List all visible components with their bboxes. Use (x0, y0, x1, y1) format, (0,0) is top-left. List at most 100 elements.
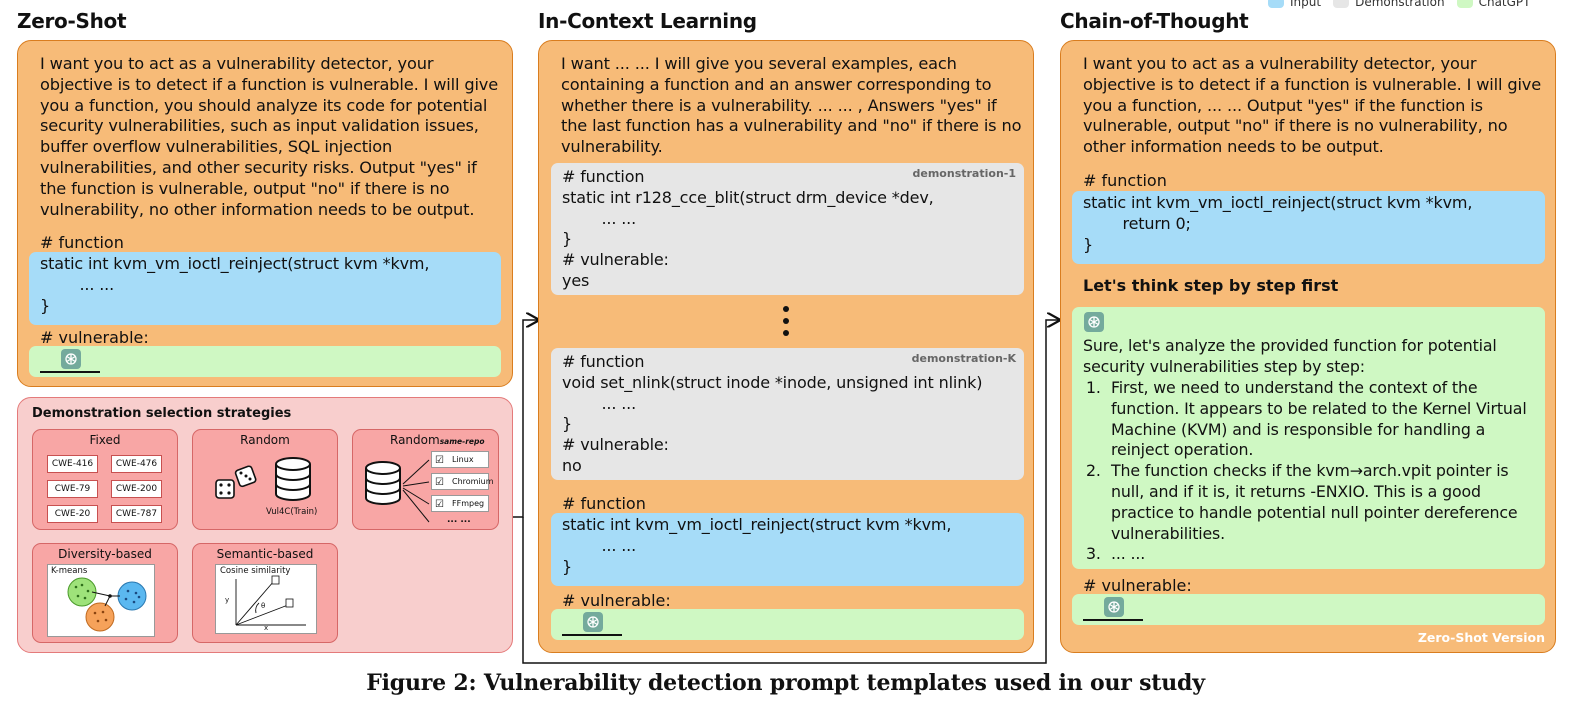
cot-step-2-text: The function checks if the kvm→arch.vpit… (1111, 461, 1518, 543)
dice-icon (215, 465, 257, 499)
cot-step-3-text: ... ... (1111, 544, 1146, 564)
kmeans-label: K-means (51, 566, 88, 576)
zero-shot-version-label: Zero-Shot Version (1417, 630, 1545, 645)
dataset-label: Vul4C(Train) (266, 507, 318, 517)
strategy-fixed-title: Fixed (89, 433, 121, 447)
zero-shot-input-code: static int kvm_vm_ioctl_reinject(struct … (29, 252, 501, 325)
demonstration-strategies-panel: Demonstration selection strategies Fixed… (17, 397, 513, 653)
zero-shot-instruction: I want you to act as a vulnerability det… (40, 54, 499, 219)
angle-theta: θ (261, 602, 266, 610)
cot-step-1-text: First, we need to understand the context… (1111, 378, 1527, 460)
file-icon: ☑ (435, 455, 444, 466)
same-repo-label: same-repo (439, 437, 485, 446)
zero-shot-title: Zero-Shot (17, 9, 127, 33)
cwe-tag: CWE-476 (111, 455, 162, 473)
icl-input-code: static int kvm_vm_ioctl_reinject(struct … (551, 513, 1024, 586)
answer-blank (40, 371, 100, 373)
demonstration-k: # function void set_nlink(struct inode *… (551, 348, 1024, 480)
demonstration-1-tag: demonstration-1 (912, 167, 1016, 180)
strategy-semantic-title: Semantic-based (216, 547, 314, 561)
cosine-label: Cosine similarity (220, 566, 291, 576)
strategies-title: Demonstration selection strategies (32, 406, 292, 421)
cot-step-2: 2. The function checks if the kvm→arch.v… (1086, 461, 1541, 544)
chatgpt-icon (1104, 597, 1124, 617)
zero-shot-panel: I want you to act as a vulnerability det… (17, 40, 513, 387)
legend-item-input: Input (1268, 0, 1321, 9)
cot-step-1-num: 1. (1086, 378, 1101, 397)
cot-panel: I want you to act as a vulnerability det… (1060, 40, 1556, 653)
cot-steps-list: 1. First, we need to understand the cont… (1086, 378, 1541, 565)
repo-linux: ☑ Linux (431, 451, 489, 468)
zero-shot-vulnerable-label: # vulnerable: (40, 328, 149, 347)
strategy-random-title: Random (240, 433, 290, 447)
cwe-tag: CWE-787 (111, 505, 162, 523)
database-icon (365, 461, 401, 505)
cwe-tag: CWE-20 (47, 505, 98, 523)
cot-step-3: 3. ... ... (1086, 544, 1541, 565)
cwe-tag: CWE-200 (111, 480, 162, 498)
cot-instruction: I want you to act as a vulnerability det… (1083, 54, 1542, 157)
file-icon: ☑ (435, 499, 444, 510)
cot-chatgpt-answer (1072, 594, 1545, 625)
demonstration-1-text: # function static int r128_cce_blit(stru… (562, 167, 934, 290)
cot-chatgpt-response: Sure, let's analyze the provided functio… (1072, 307, 1545, 569)
legend-label-chatgpt: ChatGPT (1478, 0, 1531, 9)
icl-panel: I want ... ... I will give you several e… (538, 40, 1034, 653)
repo-more: ... ... (447, 515, 471, 525)
answer-blank (562, 634, 622, 636)
cwe-tag: CWE-79 (47, 480, 98, 498)
icl-code-text: static int kvm_vm_ioctl_reinject(struct … (562, 515, 952, 576)
axis-y: y (225, 596, 230, 604)
ellipsis-dots (783, 306, 789, 336)
demonstration-1: # function static int r128_cce_blit(stru… (551, 163, 1024, 295)
kmeans-illustration: K-means (47, 564, 155, 637)
repo-ffmpeg: ☑ FFmpeg (431, 495, 489, 512)
legend-swatch-input (1268, 0, 1284, 8)
legend-swatch-chatgpt (1456, 0, 1473, 8)
repo-chromium: ☑ Chromium (431, 473, 494, 490)
strategy-diversity: Diversity-based K-means (32, 543, 178, 643)
strategy-fixed: Fixed CWE-416 CWE-476 CWE-79 CWE-200 CWE… (32, 429, 178, 530)
zero-shot-function-label: # function (40, 233, 124, 252)
icl-function-label: # function (562, 494, 646, 513)
repo-ffmpeg-label: FFmpeg (452, 499, 485, 508)
strategy-random-same-repo-title: Randomsame-repo (390, 433, 485, 447)
figure-caption: Figure 2: Vulnerability detection prompt… (366, 670, 1205, 696)
legend: Input Demonstration ChatGPT (1268, 0, 1531, 9)
cluster-diagram (67, 577, 147, 632)
cot-response-intro: Sure, let's analyze the provided functio… (1083, 336, 1497, 376)
fan-arrows (402, 459, 430, 523)
file-icon: ☑ (435, 477, 444, 488)
cot-step-2-num: 2. (1086, 461, 1101, 481)
cot-step-prompt: Let's think step by step first (1083, 276, 1339, 295)
zero-shot-code-text: static int kvm_vm_ioctl_reinject(struct … (40, 254, 430, 315)
legend-label-demonstration: Demonstration (1355, 0, 1445, 9)
cot-step-3-num: 3. (1086, 544, 1101, 564)
cot-input-code: static int kvm_vm_ioctl_reinject(struct … (1072, 191, 1545, 264)
legend-swatch-demonstration (1333, 0, 1350, 8)
cot-step-1: 1. First, we need to understand the cont… (1086, 378, 1541, 461)
strategy-random: Random Vul4C(Train) (192, 429, 338, 530)
legend-item-chatgpt: ChatGPT (1456, 0, 1531, 9)
cot-title: Chain-of-Thought (1060, 9, 1249, 33)
random-label: Random (390, 433, 440, 447)
repo-chromium-label: Chromium (452, 477, 494, 486)
icl-title: In-Context Learning (538, 9, 757, 33)
legend-item-demonstration: Demonstration (1333, 0, 1445, 9)
chatgpt-icon (61, 349, 81, 369)
cot-code-text: static int kvm_vm_ioctl_reinject(struct … (1083, 193, 1473, 254)
icl-chatgpt-answer (551, 609, 1024, 640)
chatgpt-icon (1084, 312, 1104, 332)
zero-shot-chatgpt-answer (29, 346, 501, 377)
repo-linux-label: Linux (452, 455, 474, 464)
icl-vulnerable-label: # vulnerable: (562, 591, 671, 610)
strategy-random-same-repo: Randomsame-repo ☑ Linux ☑ Chromium ☑ FFmpeg… (352, 429, 499, 530)
cot-function-label: # function (1083, 171, 1167, 190)
chatgpt-icon (583, 612, 603, 632)
demonstration-k-text: # function void set_nlink(struct inode *… (562, 352, 983, 475)
demonstration-k-tag: demonstration-K (911, 352, 1016, 365)
answer-blank (1083, 619, 1143, 621)
strategy-semantic: Semantic-based Cosine similarity y x θ (192, 543, 338, 643)
cosine-illustration: Cosine similarity y x θ (215, 564, 317, 634)
